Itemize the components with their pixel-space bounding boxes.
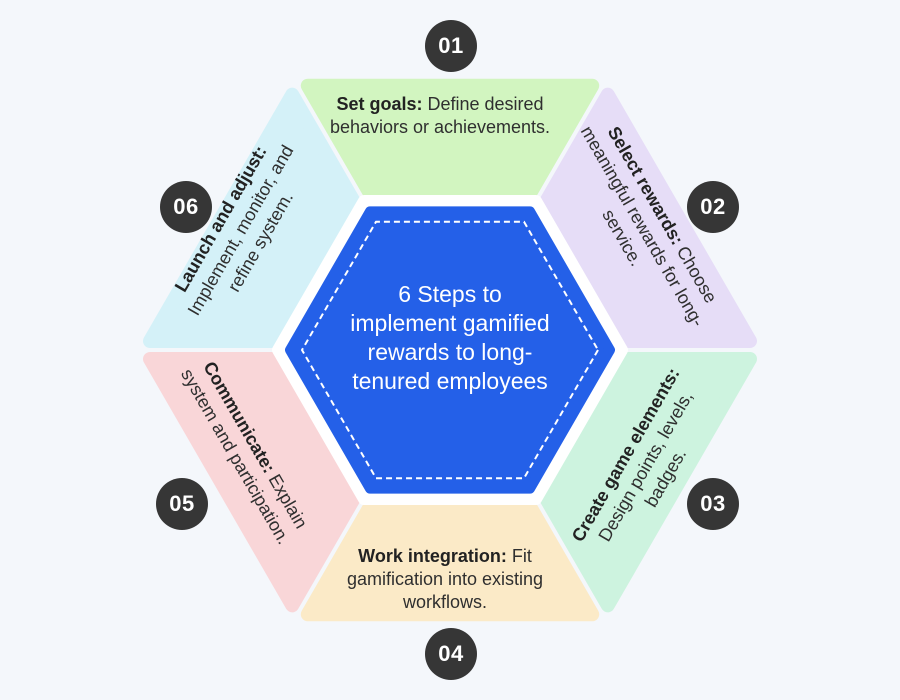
step-04-description: Fit gamification into existing workflows… bbox=[346, 546, 544, 612]
step-01-badge: 01 bbox=[425, 20, 477, 72]
step-01-text: Set goals: Define desired behaviors or a… bbox=[325, 93, 555, 139]
center-title-line: implement gamified bbox=[350, 310, 550, 336]
step-04-text: Work integration: Fit gamification into … bbox=[330, 545, 560, 614]
step-01-description: Define desired behaviors or achievements… bbox=[329, 94, 551, 137]
center-title-line: tenured employees bbox=[352, 368, 548, 394]
center-hexagon bbox=[285, 206, 615, 494]
step-03-badge: 03 bbox=[687, 478, 739, 530]
step-04-title: Work integration: bbox=[358, 546, 507, 566]
step-02-badge: 02 bbox=[687, 181, 739, 233]
center-title-line: rewards to long- bbox=[367, 339, 533, 365]
center-title: 6 Steps to implement gamified rewards to… bbox=[300, 280, 600, 396]
step-01-title: Set goals: bbox=[336, 94, 423, 114]
step-04-badge: 04 bbox=[425, 628, 477, 680]
step-05-badge: 05 bbox=[156, 478, 208, 530]
step-06-badge: 06 bbox=[160, 181, 212, 233]
center-title-line: 6 Steps to bbox=[398, 281, 502, 307]
center-hexagon-dashed-outline bbox=[301, 220, 599, 480]
